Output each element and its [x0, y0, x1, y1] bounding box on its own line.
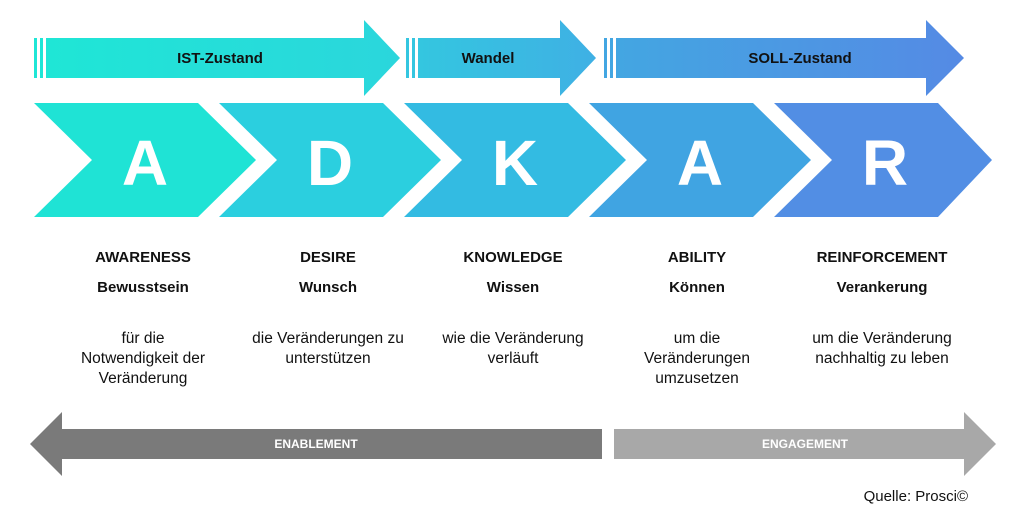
source-credit: Quelle: Prosci©	[863, 488, 968, 505]
phase-label-wandel: Wandel	[462, 50, 515, 67]
adkar-chevrons: A D K A R	[34, 103, 992, 217]
chevron-d-desire	[219, 103, 441, 217]
step-german-label: Verankerung	[836, 279, 928, 296]
step-english-label: ABILITY	[667, 249, 727, 266]
chevron-letter-r: R	[862, 127, 908, 199]
phase-label-ist: IST-Zustand	[177, 50, 263, 67]
step-german-label: Wunsch	[298, 279, 358, 296]
step-english-label: AWARENESS	[95, 249, 191, 266]
step-description: für die Notwendigkeit der Veränderung	[80, 330, 206, 387]
enablement-arrow: ENABLEMENT	[30, 412, 602, 476]
chevron-k-knowledge	[404, 103, 626, 217]
chevron-r-reinforcement	[774, 103, 992, 217]
step-description: um die Veränderungen umzusetzen	[643, 330, 750, 387]
chevron-letter-d: D	[307, 127, 353, 199]
step-german-label: Wissen	[486, 279, 540, 296]
step-description: die Veränderungen zu unterstützen	[252, 330, 404, 367]
step-english-label: KNOWLEDGE	[463, 249, 563, 266]
step-german-label: Bewusstsein	[97, 279, 189, 296]
phase-arrow-soll: SOLL-Zustand	[604, 20, 964, 96]
step-english-label: DESIRE	[300, 249, 356, 266]
engagement-arrow: ENGAGEMENT	[614, 412, 996, 476]
step-english-label: REINFORCEMENT	[816, 249, 948, 266]
engagement-label: ENGAGEMENT	[762, 437, 849, 451]
phase-arrow-wandel: Wandel	[406, 20, 596, 96]
step-column-awareness: AWARENESS Bewusstsein für die Notwendigk…	[53, 248, 233, 389]
chevron-a-awareness	[34, 103, 256, 217]
step-german-label: Können	[669, 279, 725, 296]
step-column-desire: DESIRE Wunsch die Veränderungen zu unter…	[238, 248, 418, 369]
step-column-knowledge: KNOWLEDGE Wissen wie die Veränderung ver…	[423, 248, 603, 369]
phase-label-soll: SOLL-Zustand	[748, 50, 851, 67]
chevron-letter-a: A	[122, 127, 168, 199]
step-column-reinforcement: REINFORCEMENT Verankerung um die Verände…	[792, 248, 972, 369]
chevron-a-ability	[589, 103, 811, 217]
step-description: um die Veränderung nachhaltig zu leben	[812, 330, 952, 367]
step-column-ability: ABILITY Können um die Veränderungen umzu…	[607, 248, 787, 389]
chevron-letter-k: K	[492, 127, 538, 199]
chevron-letter-a-ability: A	[677, 127, 723, 199]
phase-arrow-ist: IST-Zustand	[34, 20, 400, 96]
step-description: wie die Veränderung verläuft	[442, 330, 584, 367]
enablement-label: ENABLEMENT	[274, 437, 358, 451]
